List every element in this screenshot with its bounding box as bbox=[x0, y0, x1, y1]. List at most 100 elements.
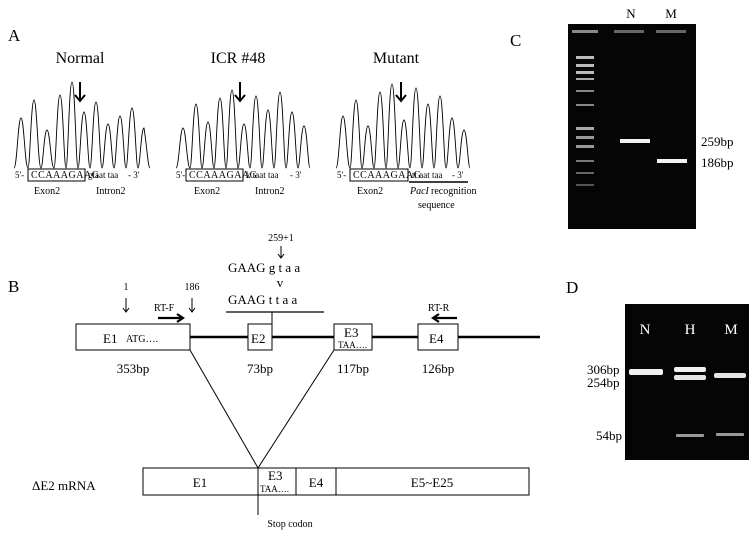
boxed-seq-normal: CCAAAGAAG bbox=[31, 170, 99, 181]
gel-c-well bbox=[656, 30, 686, 33]
exon-e3-label: E3 bbox=[344, 325, 358, 340]
gel-c-band-label-259: 259bp bbox=[701, 134, 734, 149]
tail-seq-icr48: k taat taa bbox=[246, 170, 278, 180]
ladder-band bbox=[576, 160, 594, 162]
ladder-band bbox=[576, 56, 594, 59]
exon-e2 bbox=[247, 323, 273, 351]
size-e2: 73bp bbox=[247, 361, 273, 376]
intron-label-mutant-line2: sequence bbox=[418, 200, 455, 211]
stop-codon-label: Stop codon bbox=[267, 519, 312, 530]
exon-box-icr48 bbox=[185, 168, 244, 182]
mrna-e4-label: E4 bbox=[309, 475, 324, 490]
exon-label-icr48: Exon2 bbox=[194, 186, 220, 197]
exon-e3 bbox=[333, 323, 373, 351]
arrow-icon bbox=[74, 82, 86, 103]
ladder-band bbox=[576, 64, 594, 67]
gel-c-well bbox=[614, 30, 644, 33]
size-e4: 126bp bbox=[422, 361, 455, 376]
exon-box-mutant bbox=[349, 168, 409, 182]
chromatogram-normal bbox=[13, 81, 151, 169]
splice-line-left bbox=[189, 349, 259, 469]
gel-c-background bbox=[568, 24, 696, 229]
ladder-band bbox=[576, 104, 594, 106]
tail-seq-normal: gtaat taa bbox=[88, 170, 118, 180]
ladder-band bbox=[576, 78, 594, 80]
gel-c-band-m bbox=[657, 159, 687, 163]
exon-e1 bbox=[75, 323, 191, 351]
chromatogram-icr48 bbox=[175, 89, 311, 169]
suffix-icr48: - 3' bbox=[290, 170, 302, 180]
tail-seq-mutant: tt aat taa bbox=[412, 170, 442, 180]
mrna-label: ΔE2 mRNA bbox=[32, 478, 96, 493]
panel-a-label: A bbox=[8, 26, 21, 45]
size-e3: 117bp bbox=[337, 361, 369, 376]
gel-d-band-m-54 bbox=[716, 433, 744, 436]
trace-icr48: ICR #48 5'- CCAAAGAAG k taat taa - 3' Ex… bbox=[175, 50, 311, 197]
trace-title-normal: Normal bbox=[56, 50, 105, 67]
intron-label-normal: Intron2 bbox=[96, 186, 125, 197]
right-arrow-icon bbox=[158, 313, 185, 323]
mrna-taa-label: TAA…. bbox=[260, 484, 289, 494]
exon-e4-label: E4 bbox=[429, 331, 444, 346]
exon-e2-label: E2 bbox=[251, 331, 265, 346]
exon-e3-taa: TAA…. bbox=[338, 340, 367, 350]
pos-186-label: 186 bbox=[185, 282, 200, 293]
prefix-mutant: 5'- bbox=[337, 170, 346, 180]
exon-label-normal: Exon2 bbox=[34, 186, 60, 197]
gel-d-band-label-306: 306bp bbox=[587, 362, 620, 377]
gel-d-band-h-54 bbox=[676, 434, 704, 437]
splice-line-right bbox=[257, 349, 335, 469]
mrna-e1-label: E1 bbox=[193, 475, 207, 490]
panel-c-label: C bbox=[510, 31, 521, 50]
gel-d-lane-m: M bbox=[724, 322, 737, 338]
ladder-band bbox=[576, 136, 594, 139]
intron-label-mutant-rest: recognition bbox=[431, 186, 477, 197]
rt-f-label: RT-F bbox=[154, 303, 175, 314]
gel-c-lane-m: M bbox=[665, 6, 677, 21]
gel-d-lane-h: H bbox=[685, 322, 696, 338]
atg-label: ATG…. bbox=[126, 334, 158, 345]
trace-mutant: Mutant 5'- CCAAAGAAG tt aat taa - 3' Exo… bbox=[335, 50, 477, 211]
gel-d-band-label-254: 254bp bbox=[587, 375, 620, 390]
seq-mutant: GAAG t t a a bbox=[228, 292, 298, 307]
ladder-band bbox=[576, 145, 594, 148]
gel-d-lane-n: N bbox=[640, 322, 651, 338]
exon-box-normal bbox=[27, 168, 86, 182]
down-arrow-icon bbox=[188, 298, 196, 313]
gel-d-band-label-54: 54bp bbox=[596, 428, 622, 443]
trace-title-icr48: ICR #48 bbox=[211, 50, 266, 67]
exon-e4 bbox=[417, 323, 459, 351]
gel-c-band-n bbox=[620, 139, 650, 143]
gel-d-band-h-306 bbox=[674, 367, 706, 372]
mrna-e5-label: E5~E25 bbox=[411, 475, 453, 490]
mrna-e3-label: E3 bbox=[268, 468, 282, 483]
ladder-band bbox=[576, 172, 594, 174]
ladder-band bbox=[576, 90, 594, 92]
ladder-band bbox=[576, 127, 594, 130]
left-arrow-icon bbox=[431, 313, 457, 323]
down-arrow-icon bbox=[277, 246, 285, 259]
prefix-icr48: 5'- bbox=[176, 170, 185, 180]
intron-label-icr48: Intron2 bbox=[255, 186, 284, 197]
suffix-normal: - 3' bbox=[128, 170, 140, 180]
caret: v bbox=[277, 275, 284, 290]
exon-label-mutant: Exon2 bbox=[357, 186, 383, 197]
size-e1: 353bp bbox=[117, 361, 150, 376]
trace-title-mutant: Mutant bbox=[373, 50, 420, 67]
ladder-band bbox=[576, 184, 594, 186]
suffix-mutant: - 3' bbox=[452, 170, 464, 180]
arrow-icon bbox=[234, 82, 246, 103]
gel-d-band-h-254 bbox=[674, 375, 706, 380]
exon-e1-label: E1 bbox=[103, 331, 117, 346]
prefix-normal: 5'- bbox=[15, 170, 24, 180]
gel-d-band-n-306 bbox=[629, 369, 663, 375]
rt-r-label: RT-R bbox=[428, 303, 450, 314]
arrow-icon bbox=[395, 82, 407, 103]
intron-label-mutant-italic: PacI bbox=[409, 186, 430, 197]
gel-c-well bbox=[572, 30, 598, 33]
panel-b-label: B bbox=[8, 277, 19, 296]
ladder-band bbox=[576, 71, 594, 74]
down-arrow-icon bbox=[122, 298, 130, 313]
